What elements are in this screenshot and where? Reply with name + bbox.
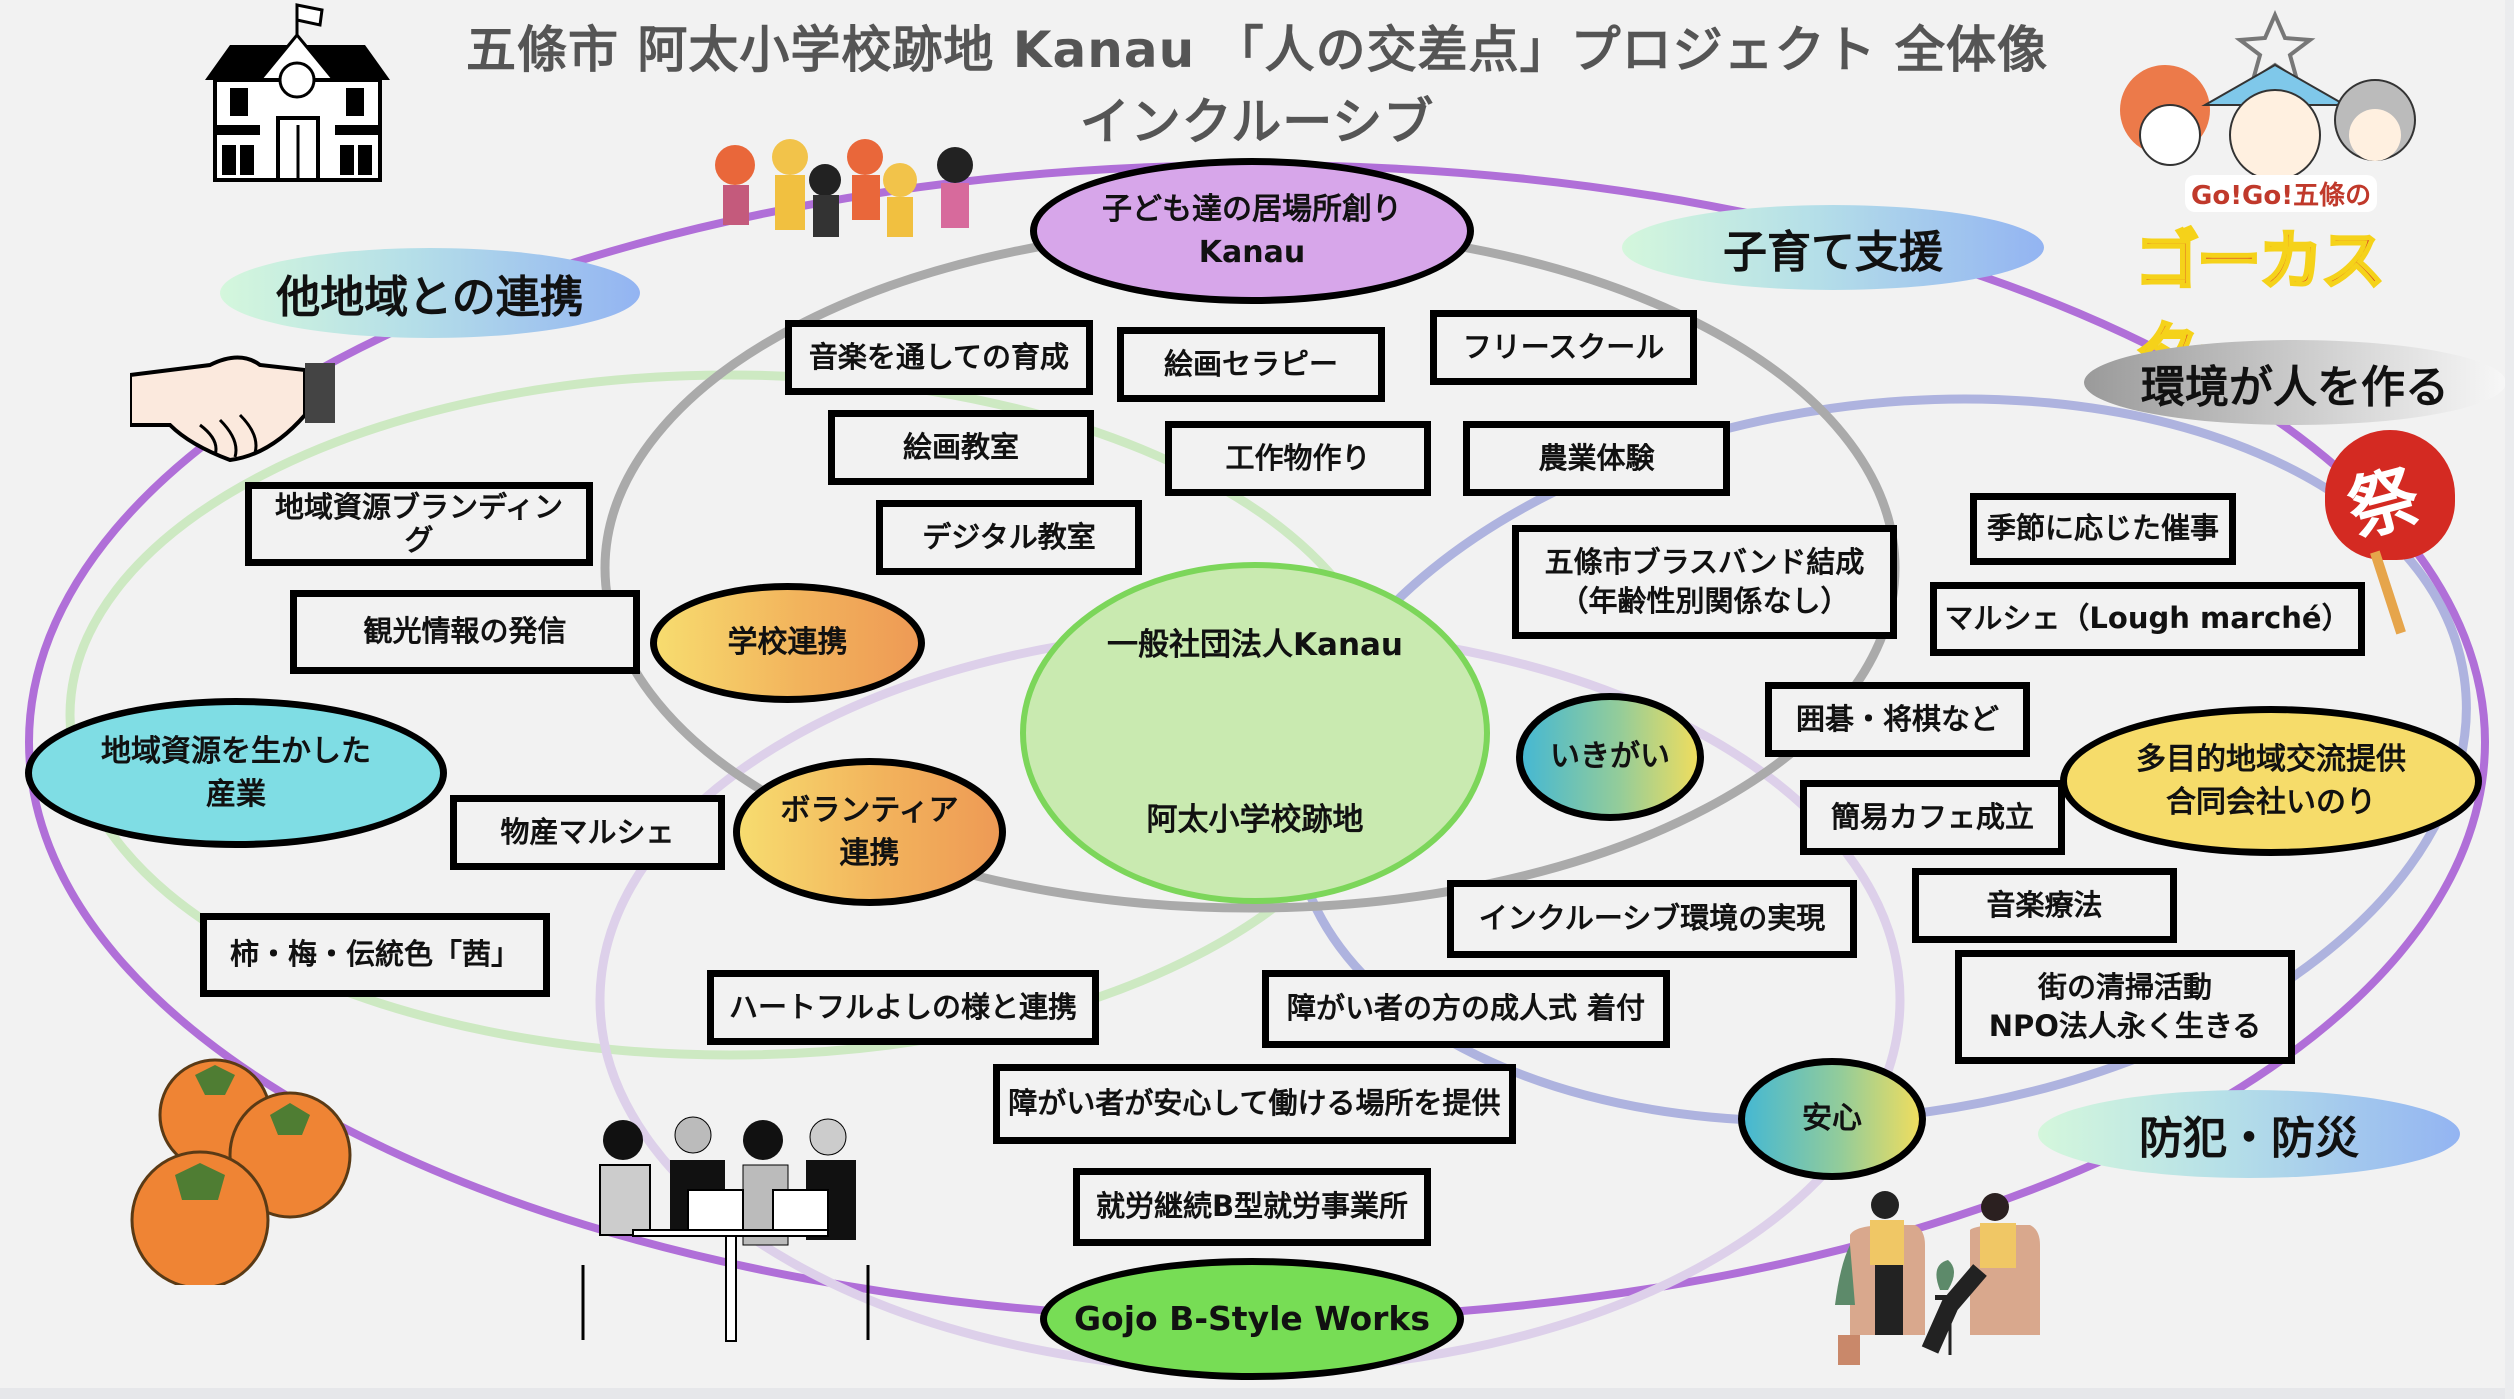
hub-ikigai: いきがい (1516, 693, 1704, 821)
right-border (2505, 0, 2514, 1399)
activity-go-shogi: 囲碁・将棋など (1765, 682, 2030, 757)
mascot-logo-text-top: Go!Go!五條の (2185, 175, 2378, 212)
activity-heartful: ハートフルよしの様と連携 (707, 970, 1099, 1045)
activity-music-therapy: 音楽療法 (1912, 868, 2177, 943)
theme-child-support: 子育て支援 (1622, 205, 2044, 290)
activity-cafe: 簡易カフェ成立 (1800, 780, 2065, 855)
hub-anshin: 安心 (1738, 1058, 1926, 1180)
activity-music-growth: 音楽を通しての育成 (785, 320, 1093, 395)
activity-products-marche: 物産マルシェ (450, 795, 725, 870)
hub-gojo-works: Gojo B-Style Works (1040, 1258, 1464, 1380)
activity-branding: 地域資源ブランディン グ (245, 482, 593, 566)
theme-crime-disaster: 防犯・防災 (2038, 1090, 2460, 1178)
festival-fan-icon: 祭 (2325, 430, 2465, 635)
center-line-org: 一般社団法人Kanau (1107, 627, 1403, 664)
activity-safe-work: 障がい者が安心して働ける場所を提供 (993, 1064, 1516, 1144)
hub-iori: 多目的地域交流提供 合同会社いのり (2060, 706, 2482, 856)
activity-marche: マルシェ（Lough marché） (1930, 582, 2365, 656)
page-subtitle: インクルーシブ (1079, 93, 1435, 151)
activity-inclusive-env: インクルーシブ環境の実現 (1447, 880, 1857, 958)
school-building-icon (205, 3, 390, 182)
activity-seasonal-events: 季節に応じた催事 (1970, 493, 2236, 565)
activity-art-therapy: 絵画セラピー (1117, 327, 1385, 402)
bottom-border (0, 1388, 2514, 1399)
activity-art-class: 絵画教室 (828, 410, 1094, 485)
handshake-icon (130, 355, 335, 463)
activity-brass-band: 五條市ブラスバンド結成 （年齢性別関係なし） (1512, 525, 1897, 639)
people-meeting-illustration (581, 1116, 870, 1342)
theme-environment: 環境が人を作る (2084, 340, 2506, 425)
activity-type-b: 就労継続B型就労事業所 (1073, 1168, 1431, 1246)
hub-volunteer: ボランティア 連携 (733, 758, 1006, 906)
page-title: 五條市 阿太小学校跡地 Kanau 「人の交差点」プロジェクト 全体像 (465, 21, 2049, 79)
activity-cleanup: 街の清掃活動 NPO法人永く生きる (1955, 950, 2295, 1064)
two-people-talking-illustration (1835, 1191, 2040, 1365)
mascot-logo: Go!Go!五條の ゴーカスター (2095, 10, 2435, 393)
theme-other-regions: 他地域との連携 (220, 248, 640, 338)
persimmons-illustration (130, 1058, 352, 1285)
center-line-site: 阿太小学校跡地 (1146, 801, 1364, 838)
activity-free-school: フリースクール (1430, 310, 1697, 385)
mascot-logo-text-main: ゴーカスター (2134, 224, 2387, 393)
activity-crafts: 工作物作り (1165, 421, 1431, 496)
center-hub: 一般社団法人Kanau 阿太小学校跡地 (1020, 562, 1490, 904)
activity-persimmon: 柿・梅・伝統色「茜」 (200, 913, 550, 997)
hub-kodomo: 子ども達の居場所創り Kanau (1030, 158, 1474, 304)
activity-digital-class: デジタル教室 (876, 500, 1142, 575)
activity-tourism: 観光情報の発信 (290, 590, 640, 674)
hub-regional-industry: 地域資源を生かした 産業 (25, 698, 447, 848)
activity-farm: 農業体験 (1463, 421, 1730, 496)
hub-school: 学校連携 (650, 583, 925, 703)
activity-coming-of-age: 障がい者の方の成人式 着付 (1262, 970, 1670, 1048)
children-playing-illustration (715, 139, 973, 237)
